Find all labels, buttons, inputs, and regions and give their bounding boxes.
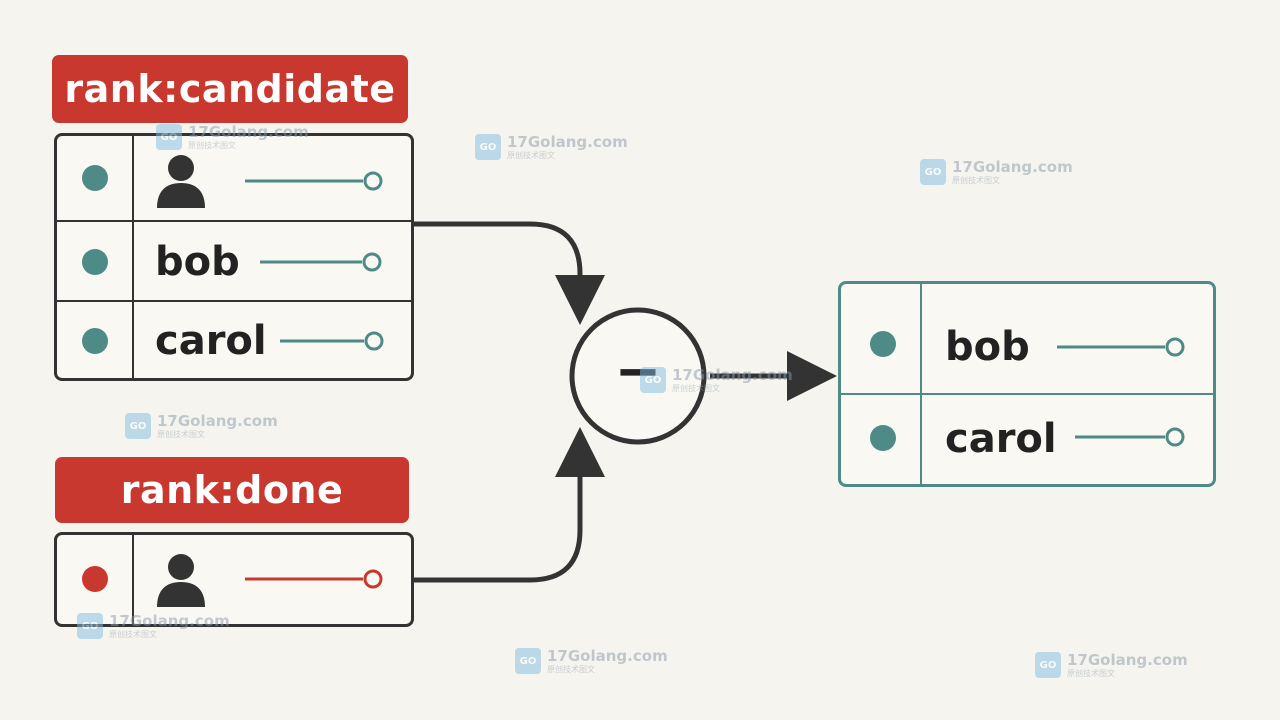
member-pointer-icon xyxy=(260,252,382,272)
set-member-row: bob xyxy=(57,220,411,300)
member-bullet xyxy=(870,425,896,451)
candidate-set-box: bob carol xyxy=(54,133,414,381)
member-name: carol xyxy=(155,318,267,364)
member-name: carol xyxy=(945,416,1057,462)
done-set-label: rank:done xyxy=(56,458,408,522)
member-pointer-icon xyxy=(1075,427,1185,447)
member-bullet xyxy=(870,331,896,357)
member-pointer-icon xyxy=(245,171,383,191)
result-set-box: bob carol xyxy=(838,281,1216,487)
candidate-to-operator-arrow xyxy=(414,221,605,325)
user-icon xyxy=(157,554,205,607)
difference-operator-symbol: − xyxy=(614,339,662,404)
set-member-row: carol xyxy=(841,393,1213,484)
user-icon xyxy=(157,155,205,208)
difference-operator-circle xyxy=(569,307,707,445)
member-name: bob xyxy=(155,239,240,285)
set-member-row: bob xyxy=(841,284,1213,393)
done-set-box xyxy=(54,532,414,627)
member-bullet xyxy=(82,328,108,354)
done-to-operator-arrow xyxy=(414,427,605,583)
candidate-set-label: rank:candidate xyxy=(53,56,407,122)
member-bullet xyxy=(82,165,108,191)
set-member-row xyxy=(57,136,411,220)
set-member-row: carol xyxy=(57,300,411,378)
set-member-row xyxy=(57,535,411,624)
member-bullet xyxy=(82,566,108,592)
member-bullet xyxy=(82,249,108,275)
member-pointer-icon xyxy=(1057,337,1185,357)
member-name: bob xyxy=(945,324,1030,370)
member-pointer-icon xyxy=(280,331,384,351)
member-pointer-icon xyxy=(245,569,383,589)
